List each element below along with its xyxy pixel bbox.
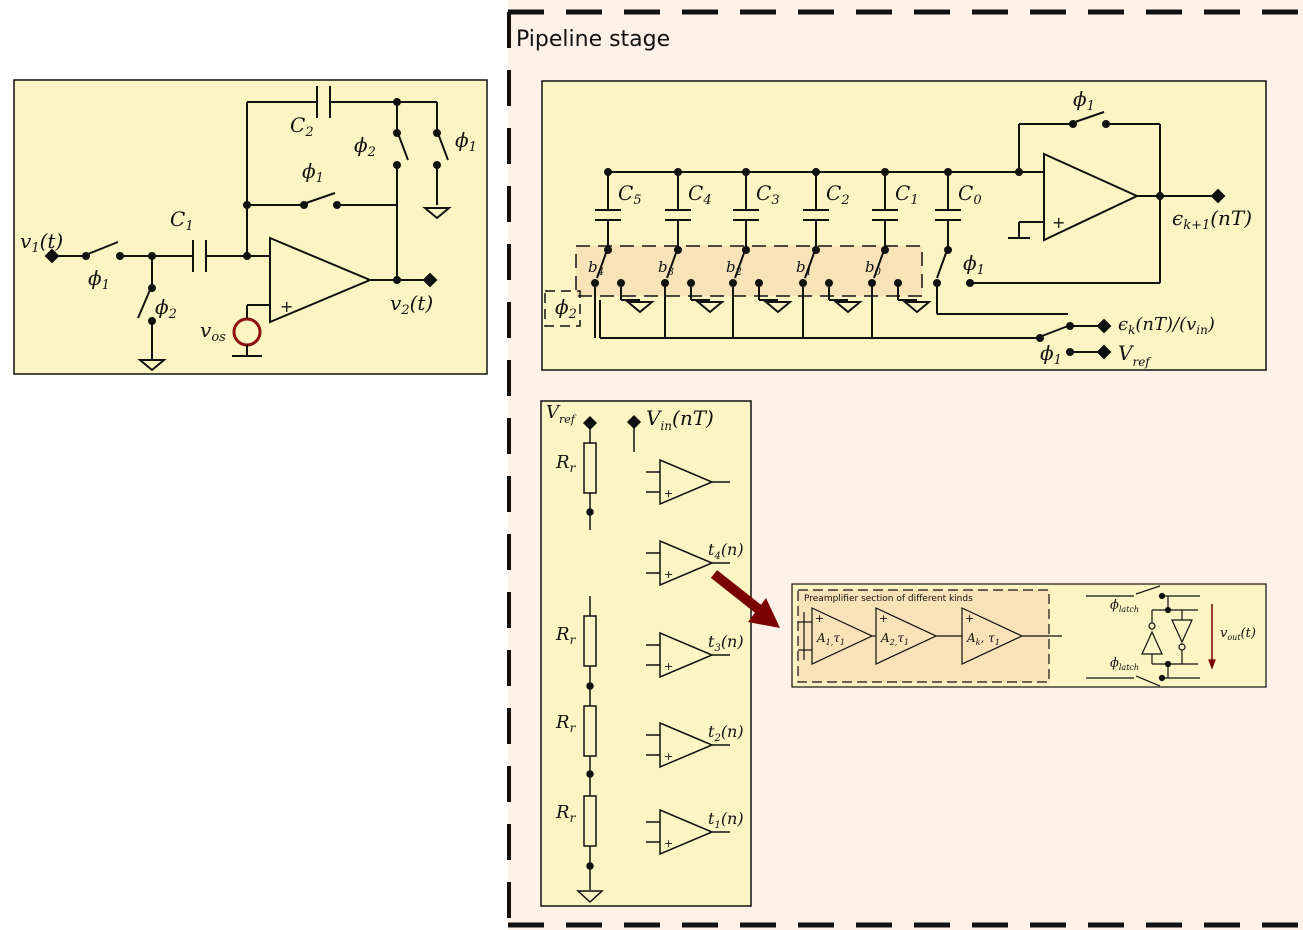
- comparator-plus-2: +: [664, 660, 673, 673]
- vout-label: vout(t): [1220, 626, 1256, 642]
- v2-label: v2(t): [390, 291, 433, 318]
- c1-label: C1: [170, 207, 194, 234]
- comparator-plus-0: +: [664, 487, 673, 500]
- comparator-detail-labels: Preamplifier section of different kinds …: [804, 594, 1256, 672]
- comparator-4: [659, 808, 714, 856]
- flash-vref-label: Vref: [546, 402, 577, 426]
- mdac-vref-label: Vref: [1118, 341, 1152, 369]
- flash-comparator-stack: + + + + + t4(n) t3(n) t2(n) t1(n): [646, 458, 744, 856]
- comparator-plus-4: +: [664, 837, 673, 850]
- mdac-cap-label-4: C1: [895, 181, 919, 208]
- preamp-plus-1: +: [879, 612, 888, 625]
- preamp-gain-label-2: Ak, τ1: [966, 631, 1000, 647]
- mdac-phi1-c0-label: ϕ1: [963, 251, 985, 278]
- mdac-cap-label-5: C0: [958, 181, 982, 208]
- comparator-plus-1: +: [664, 568, 673, 581]
- phi-latch-bottom-label: ϕlatch: [1110, 656, 1139, 672]
- mdac-capacitor-columns: [591, 168, 952, 338]
- mdac-cap-label-1: C4: [688, 181, 712, 208]
- mdac-output-label: ϵk+1(nT): [1172, 206, 1252, 233]
- mdac-bit-label-2: b2: [726, 258, 742, 278]
- phi1-feedback-label: ϕ1: [302, 159, 324, 186]
- phi2-shunt-label: ϕ2: [155, 295, 177, 322]
- sc-integrator-labels: v1(t) ϕ1 ϕ2 C1 C2 ϕ1 ϕ2 ϕ1 v2(t) vos +: [20, 113, 477, 345]
- resistor-label-2: Rr: [555, 712, 577, 735]
- flash-vin-label: Vin(nT): [646, 406, 714, 433]
- preamp-plus-2: +: [965, 612, 974, 625]
- mdac-labels: C5 C4 C3 C2 C1 C0 b4 b3 b2 b1 b0 ϕ1 ϕ1 ϕ2 ϕ1 ϵk+1…: [544, 87, 1252, 369]
- resistor-label-1: Rr: [555, 624, 577, 647]
- phi-latch-top-label: ϕlatch: [1110, 598, 1139, 614]
- resistor-label-0: Rr: [555, 452, 577, 475]
- mdac-cap-label-3: C2: [826, 181, 850, 208]
- mdac-panel: [541, 80, 1267, 371]
- flash-output-label-0: t4(n): [708, 540, 744, 562]
- preamp-gain-label-1: A2,τ1: [880, 631, 909, 647]
- mdac-input-label: ϵk(nT)/(vin): [1118, 314, 1215, 337]
- mdac-phi2-label: ϕ2: [555, 295, 577, 322]
- flash-output-label-2: t2(n): [708, 722, 744, 744]
- flash-output-label-1: t3(n): [708, 632, 744, 654]
- preamp-stage-1: [875, 607, 938, 665]
- flash-output-label-3: t1(n): [708, 809, 744, 831]
- c2-label: C2: [290, 113, 314, 140]
- preamp-plus-0: +: [815, 612, 824, 625]
- comparator-2: [659, 631, 714, 679]
- phi1-input-label: ϕ1: [88, 266, 110, 293]
- mdac-bit-label-4: b0: [865, 258, 882, 278]
- vos-label: vos: [200, 318, 226, 345]
- comparator-3: [659, 721, 714, 769]
- comparator-plus-3: +: [664, 750, 673, 763]
- mdac-bit-label-3: b1: [796, 258, 812, 278]
- mdac-bit-label-1: b3: [658, 258, 674, 278]
- zoom-arrow: [710, 570, 780, 628]
- preamp-stage-2: [961, 607, 1024, 665]
- pipeline-stage-title: Pipeline stage: [516, 27, 670, 52]
- phi1-reset-label: ϕ1: [455, 128, 477, 155]
- mdac-cap-label-2: C3: [756, 181, 780, 208]
- opamp-plus-sign: +: [280, 297, 293, 316]
- v1-label: v1(t): [20, 229, 63, 256]
- mdac-cap-label-0: C5: [618, 181, 642, 208]
- comparator-0: [659, 458, 714, 506]
- preamp-gain-label-0: A1,τ1: [816, 631, 845, 647]
- mdac-opamp-plus: +: [1052, 213, 1065, 232]
- mdac-phi1-feedback-label: ϕ1: [1073, 87, 1095, 114]
- phi2-feedback-label: ϕ2: [354, 133, 376, 160]
- mdac-bit-label-0: b4: [588, 258, 604, 278]
- comparator-1: [659, 539, 714, 587]
- resistor-label-3: Rr: [555, 802, 577, 825]
- preamp-stage-0: [811, 607, 874, 665]
- mdac-phi1-ref-label: ϕ1: [1040, 341, 1062, 368]
- preamp-section-label: Preamplifier section of different kinds: [804, 594, 973, 604]
- preamp-stage-chain: + A1,τ1 + A2,τ1 + Ak, τ1: [811, 607, 1062, 665]
- sc-integrator-panel: [13, 79, 488, 375]
